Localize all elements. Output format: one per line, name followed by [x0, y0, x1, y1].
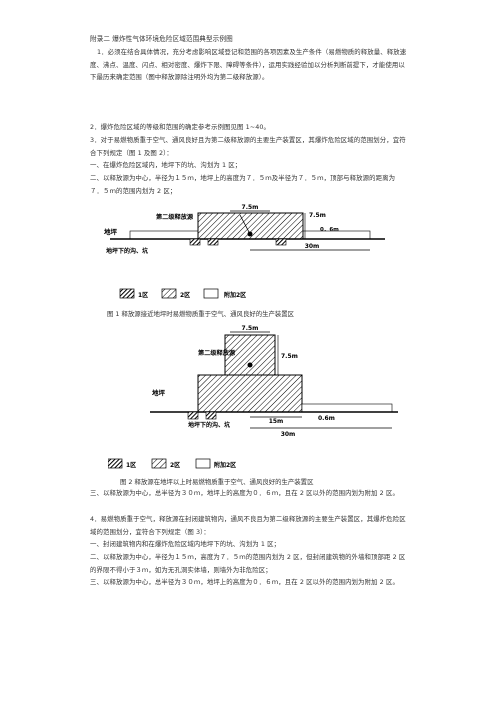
- figure-1: 7.5m 第二级释放源 7.5m 0．6m 地坪 地坪下的沟、坑 30m 1区 …: [104, 204, 385, 299]
- fig1-legend-zone2: 2区: [180, 291, 190, 299]
- fig1-pit-label: 地坪下的沟、坑: [106, 247, 148, 255]
- fig1-legend-zone2-swatch: [161, 288, 177, 299]
- fig2-legend-zone1-swatch: [108, 458, 123, 469]
- fig2-extra-zone2-strip: [301, 403, 393, 413]
- fig1-legend-zone1: 1区: [138, 291, 148, 299]
- fig1-dim-side-label: 0．6m: [320, 227, 339, 233]
- paragraph-4: 4．易燃物质重于空气，释放源在封闭建筑物内，通风不良且为第二级释放源的主要生产装…: [90, 515, 406, 536]
- fig1-dim-top: 7.5m: [230, 204, 270, 212]
- fig1-legend: 1区 2区 附加2区: [119, 288, 246, 299]
- fig2-legend-extra: 附加2区: [214, 461, 236, 469]
- paragraph-1: 1．必须在结合具体情况，充分考虑影响区域登记和范围的各项因素及生产条件（易燃物质…: [90, 48, 407, 81]
- paragraph-3a: 一、在爆炸危险区域内，地坪下的坑、沟划为 1 区；: [90, 161, 242, 169]
- fig2-legend: 1区 2区 附加2区: [108, 458, 236, 469]
- fig1-dim-total-label: 30m: [305, 243, 320, 250]
- fig1-ground-label: 地坪: [104, 227, 118, 236]
- paragraph-2: 2．爆炸危险区域的等级和范围的确定参考示例图见图 1~40。: [90, 123, 271, 131]
- figure-2: 7.5m 第二级释放源 7.5m 地坪 地坪下的沟、坑 15m 0.6m 30m: [150, 325, 398, 438]
- fig2-dim-top-label: 7.5m: [242, 325, 259, 332]
- fig2-ground-label: 地坪: [152, 388, 166, 397]
- paragraph-3b: 二、以释放源为中心，半径为１５ｍ，地坪上的高度为７．５ｍ及半径为７．５ｍ，顶部与…: [90, 174, 396, 195]
- fig2-lower-zone2: [197, 374, 303, 413]
- fig2-pit-2: [205, 411, 217, 420]
- figure-2-caption: 图 2 释放源在地坪以上时易燃物质重于空气、通风良好的生产装置区: [120, 478, 314, 486]
- fig1-dim-right-label: 7.5m: [309, 212, 326, 219]
- fig2-source-label: 第二级释放源: [197, 349, 236, 357]
- fig1-dim-top-label: 7.5m: [242, 204, 259, 211]
- fig2-pit-1: [187, 411, 199, 420]
- fig2-dim-total-label: 30m: [281, 431, 296, 438]
- fig2-dim-side-label: 0.6m: [318, 415, 335, 422]
- fig1-pit-1: [189, 238, 201, 246]
- paragraph-3: 3．对于易燃物质重于空气、通风良好且为第二级释放源的主要生产装置区，其爆炸危险区…: [90, 136, 406, 157]
- fig1-legend-extra-swatch: [203, 288, 219, 299]
- fig2-legend-zone2: 2区: [170, 461, 180, 469]
- paragraph-4b: 二、以释放源为中心，半径为１５ｍ，高度为７．５ｍ的范围内划为 2 区，但封闭建筑…: [90, 553, 406, 574]
- fig2-upper-zone2: [224, 334, 276, 376]
- fig2-legend-extra-swatch: [195, 458, 211, 469]
- fig2-dim-mid-label: 15m: [269, 418, 284, 425]
- appendix-title: 附录二 爆炸性气体环境危险区域范围典型示例图: [90, 35, 233, 43]
- paragraph-4a: 一、封闭建筑物内和在爆炸危险区域内地坪下的坑、沟划为 1 区；: [90, 540, 281, 548]
- figure-1-caption: 图 1 释放源接近地坪时易燃物质重于空气、通风良好的生产装置区: [107, 310, 295, 318]
- fig2-pit-label: 地坪下的沟、坑: [188, 421, 230, 429]
- fig1-source-label: 第二级释放源: [155, 213, 194, 221]
- fig1-legend-zone1-swatch: [119, 288, 135, 299]
- paragraph-4c: 三、以释放源为中心，总半径为３０ｍ，地坪上的高度为０．６ｍ，且在 2 区以外的范…: [90, 578, 399, 586]
- fig2-dim-right-label: 7.5m: [281, 353, 298, 360]
- fig1-pit-3: [275, 238, 287, 246]
- paragraph-3c: 三、以释放源为中心，总半径为３０ｍ，地坪上的高度为０．６ｍ，且在 2 区以外的范…: [90, 489, 399, 497]
- fig1-legend-extra: 附加2区: [224, 291, 246, 299]
- fig2-source-marker: [247, 362, 253, 368]
- fig1-pit-2: [207, 238, 219, 246]
- fig2-legend-zone2-swatch: [151, 458, 167, 469]
- fig2-legend-zone1: 1区: [126, 461, 136, 469]
